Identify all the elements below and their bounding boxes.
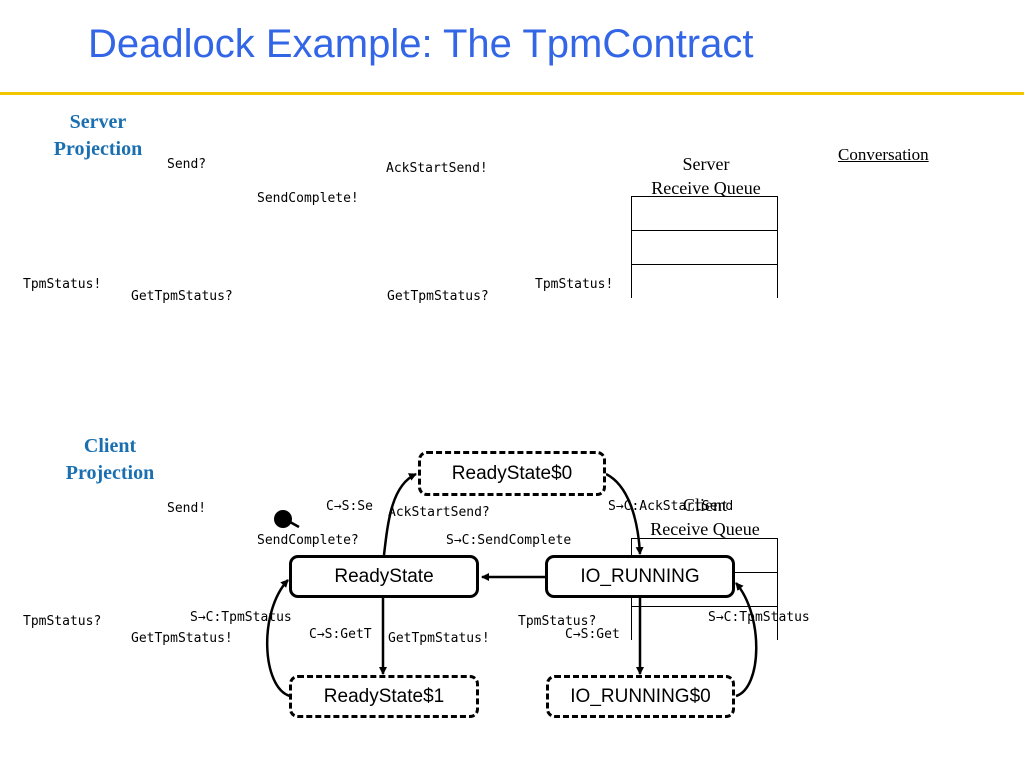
server-projection-line2: Projection <box>53 138 143 160</box>
server-send-complete-label: SendComplete! <box>257 191 359 206</box>
queue-slot <box>632 264 777 298</box>
queue-slot <box>632 606 777 640</box>
tpm-status-return-arrow-2 <box>735 582 758 698</box>
ack-transition-arrow <box>605 472 644 555</box>
queue-slot <box>632 196 777 230</box>
transition-s-c-tpm-status-2: S→C:TpmStatus <box>708 610 810 625</box>
server-queue-label-line2: Receive Queue <box>651 178 761 198</box>
tpm-status-return-arrow <box>265 579 291 698</box>
transition-s-c-tpm-status: S→C:TpmStatus <box>190 610 292 625</box>
title-divider <box>0 92 1024 95</box>
queue-slot <box>632 230 777 264</box>
server-send-label: Send? <box>167 157 207 172</box>
transition-s-c-ack: S→C:AckStartSend <box>608 499 734 514</box>
client-tpm-status-label: TpmStatus? <box>23 614 102 629</box>
client-queue-label-line1: Client <box>683 495 727 515</box>
state-ready-state-0: ReadyState$0 <box>418 451 606 496</box>
transition-c-s-get-1: C→S:GetT <box>309 627 372 642</box>
client-queue-label: Client Receive Queue <box>637 493 773 541</box>
initial-transition <box>289 520 300 529</box>
transition-s-c-send-complete: S→C:SendComplete <box>446 533 572 548</box>
server-receive-queue <box>631 196 778 298</box>
transition-c-s-get-2: C→S:Get <box>565 627 620 642</box>
client-get-tpm-status-label: GetTpmStatus! <box>131 631 233 646</box>
server-queue-label: Server Receive Queue <box>638 152 774 200</box>
server-tpm-status-label: TpmStatus! <box>23 277 102 292</box>
client-queue-label-line2: Receive Queue <box>650 519 760 539</box>
state-ready-state: ReadyState <box>289 555 479 598</box>
client-send-complete-label: SendComplete? <box>257 533 359 548</box>
server-get-tpm-status-label: GetTpmStatus? <box>131 289 233 304</box>
conversation-link[interactable]: Conversation <box>838 145 929 164</box>
client-projection-heading: Client Projection <box>56 433 164 487</box>
server-ack-start-send-label: AckStartSend! <box>386 161 488 176</box>
send-transition-arrow <box>382 472 417 556</box>
state-io-running: IO_RUNNING <box>545 555 735 598</box>
queue-slot <box>632 538 777 572</box>
page-title: Deadlock Example: The TpmContract <box>88 22 754 66</box>
client-projection-line2: Projection <box>65 462 155 484</box>
state-ready-state-1: ReadyState$1 <box>289 675 479 718</box>
client-send-label: Send! <box>167 501 207 516</box>
state-io-running-0: IO_RUNNING$0 <box>546 675 735 718</box>
client-queue-item: TpmStatus? <box>518 614 597 629</box>
initial-state-dot <box>274 510 292 528</box>
client-ack-start-send-label: AckStartSend? <box>388 505 490 520</box>
server-queue-label-line1: Server <box>682 154 730 174</box>
server-projection-heading: Server Projection <box>44 109 152 163</box>
client-get-tpm-status-label-2: GetTpmStatus! <box>388 631 490 646</box>
server-get-tpm-status-label-2: GetTpmStatus? <box>387 289 489 304</box>
server-queue-item: TpmStatus! <box>535 277 614 292</box>
server-projection-line1: Server <box>69 111 127 133</box>
client-projection-line1: Client <box>83 435 137 457</box>
transition-c-s-send: C→S:Se <box>326 499 373 514</box>
